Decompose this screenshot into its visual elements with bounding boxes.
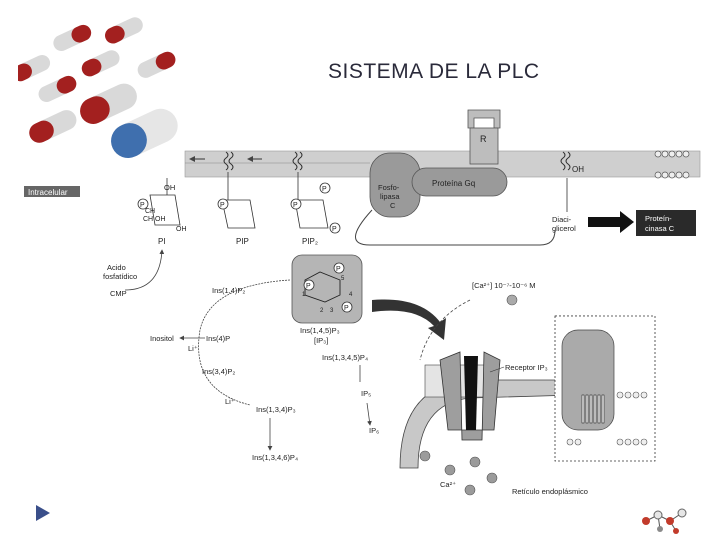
ins14p2-label: Ins(1,4)P₂ <box>212 286 245 295</box>
ip3-ring <box>304 271 341 303</box>
triangle-right-icon[interactable] <box>36 505 50 521</box>
fosfolipasa-label-3: C <box>390 201 396 210</box>
pip2-p3-label: P <box>332 226 337 233</box>
li1-label: Li⁺ <box>188 344 198 353</box>
ip3-num-1: 1 <box>302 292 306 298</box>
pip2-ring <box>294 199 329 229</box>
pip-p-label: P <box>220 202 225 209</box>
proteincinasa-label-1: Proteín- <box>645 214 672 223</box>
lipid-tails <box>223 151 571 171</box>
acido-label-2: fosfatídico <box>103 272 137 281</box>
pip2-p2-label: P <box>322 186 327 193</box>
zoom-bilayer <box>566 391 648 446</box>
cmp-arrow <box>124 249 165 291</box>
intracelular-tag <box>24 186 80 197</box>
ip6-label: IP₆ <box>369 426 379 435</box>
li2-label: Li⁺ <box>225 397 235 406</box>
pip2-label: PIP₂ <box>302 237 318 246</box>
pip-label: PIP <box>236 237 249 246</box>
slide-title: SISTEMA DE LA PLC <box>328 60 540 83</box>
diacilglicerol-label-1: Diaci- <box>552 215 572 224</box>
ins1345p4-label: Ins(1,3,4,5)P₄ <box>322 353 368 362</box>
ip3-receptor-channel <box>439 351 501 441</box>
acido-label-1: Acido <box>107 263 126 272</box>
cycle-arc <box>198 279 291 406</box>
receptor-r-label: R <box>480 134 487 144</box>
ins1346p4-label: Ins(1,3,4,6)P₄ <box>252 453 298 462</box>
ip3-num-5: 5 <box>341 276 345 282</box>
pi-choh-label: CH OH <box>143 216 166 223</box>
ca-conc-label: [Ca²⁺] 10⁻⁷-10⁻⁶ M <box>472 281 536 290</box>
pi-oh-label: OH <box>164 183 175 192</box>
proteincinasa-box <box>636 210 696 236</box>
pills-photo <box>18 17 178 159</box>
ca2-label: Ca²⁺ <box>440 480 456 489</box>
plc-loop-arrow <box>355 209 556 246</box>
ins145p3-label: Ins(1,4,5)P₃ <box>300 326 340 335</box>
fosfolipasa-label-1: Fosfo- <box>378 183 400 192</box>
ip3-to-er-arrow <box>372 299 446 340</box>
membrane-oh-label: OH <box>572 165 584 174</box>
ip5-label: IP₅ <box>361 389 371 398</box>
channel-pore <box>464 356 478 430</box>
fosfolipasa-label-2: lipasa <box>380 192 400 201</box>
ins134p3-label: Ins(1,3,4)P₃ <box>256 405 296 414</box>
pip-ring <box>221 199 256 229</box>
pi-p-label: P <box>140 202 145 209</box>
ip3-box <box>291 254 363 324</box>
receptor-r <box>467 109 501 129</box>
ip5-to-ip6-arrow <box>359 365 370 425</box>
ip3-num-3: 3 <box>330 308 334 314</box>
ip3-label: [IP₃] <box>314 336 328 345</box>
pip2-p1-label: P <box>293 202 298 209</box>
molecule-icon <box>642 508 687 534</box>
ip3-p2: P <box>306 283 311 290</box>
intracelular-label: Intracelular <box>28 188 68 197</box>
zoom-channel-bars <box>581 394 605 424</box>
bilayer-right <box>654 150 690 179</box>
diacilglicerol-label-2: glicerol <box>552 224 576 233</box>
pi-label: PI <box>158 237 166 246</box>
calcium-ions <box>419 450 498 496</box>
ins34p2-label: Ins(3,4)P₂ <box>202 367 235 376</box>
dag-to-pkc-arrow <box>588 211 634 233</box>
proteincinasa-label-2: cinasa C <box>645 224 675 233</box>
receptor-ip3-label: Receptor IP₃ <box>505 363 548 372</box>
proteina-gq <box>411 167 508 197</box>
proteina-gq-label: Proteína Gq <box>432 179 475 188</box>
ip3-num-2: 2 <box>320 308 324 314</box>
cmp-label: CMP <box>110 289 127 298</box>
ip3-p3: P <box>344 305 349 312</box>
ip3-num-4: 4 <box>349 292 353 298</box>
inositol-label: Inositol <box>150 334 174 343</box>
ins4p-label: Ins(4)P <box>206 334 230 343</box>
reticulo-label: Retículo endoplásmico <box>512 487 588 496</box>
ip3-p1: P <box>336 266 341 273</box>
pi-ch-label: CH <box>145 208 155 215</box>
pi-oh2-label: OH <box>176 226 187 233</box>
ca-dashed-arc <box>419 299 471 361</box>
